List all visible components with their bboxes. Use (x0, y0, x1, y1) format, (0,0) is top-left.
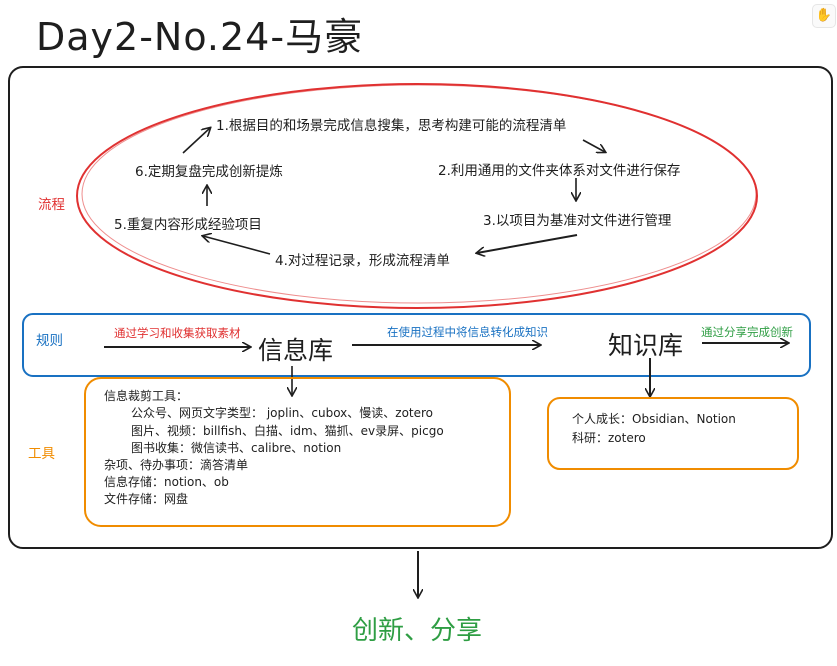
info-tools-line: 信息存储：notion、ob (104, 475, 229, 489)
arrow-step6-to-1 (182, 128, 210, 154)
hand-icon: ✋ (815, 8, 833, 23)
process-step-5: 5.重复内容形成经验项目 (114, 217, 262, 233)
section-label-process: 流程 (38, 197, 65, 213)
info-tools-line: 杂项、待办事项：滴答清单 (104, 458, 249, 472)
process-ellipse (76, 83, 758, 309)
process-step-4: 4.对过程记录，形成流程清单 (275, 253, 450, 269)
info-tools-line: 图片、视频：billfish、白描、idm、猫抓、ev录屏、picgo (131, 424, 444, 438)
knowledge-tools-box (547, 397, 799, 470)
arrow-step4-to-5 (203, 236, 271, 255)
info-tools-box (84, 377, 511, 527)
rule-arrow-label-transform: 在使用过程中将信息转化成知识 (387, 325, 548, 339)
arrow-step1-to-2 (582, 139, 605, 152)
section-label-tools: 工具 (28, 446, 55, 462)
knowledge-tools-line: 个人成长：Obsidian、Notion (572, 412, 736, 426)
knowledge-library-label: 知识库 (608, 331, 684, 360)
hand-tool-button[interactable]: ✋ (812, 4, 836, 28)
rule-arrow-label-collect: 通过学习和收集获取素材 (114, 326, 241, 340)
outer-frame (8, 66, 833, 549)
info-tools-heading: 信息裁剪工具： (104, 389, 189, 403)
process-step-6: 6.定期复盘完成创新提炼 (135, 164, 283, 180)
arrow-step3-to-4 (477, 234, 578, 253)
footer-innovation-share: 创新、分享 (352, 616, 483, 646)
section-label-rules: 规则 (36, 333, 63, 349)
rules-box (22, 313, 811, 377)
process-step-3: 3.以项目为基准对文件进行管理 (483, 213, 672, 229)
info-tools-line: 公众号、网页文字类型： joplin、cubox、慢读、zotero (131, 406, 434, 420)
page-title: Day2-No.24-马豪 (36, 15, 364, 59)
info-tools-line: 文件存储：网盘 (104, 492, 189, 506)
rule-arrow-label-share: 通过分享完成创新 (701, 325, 793, 339)
info-tools-line: 图书收集：微信读书、calibre、notion (131, 441, 342, 455)
info-library-label: 信息库 (258, 336, 334, 365)
process-step-2: 2.利用通用的文件夹体系对文件进行保存 (438, 163, 681, 179)
process-step-1: 1.根据目的和场景完成信息搜集，思考构建可能的流程清单 (216, 118, 567, 134)
knowledge-tools-line: 科研：zotero (572, 431, 646, 445)
